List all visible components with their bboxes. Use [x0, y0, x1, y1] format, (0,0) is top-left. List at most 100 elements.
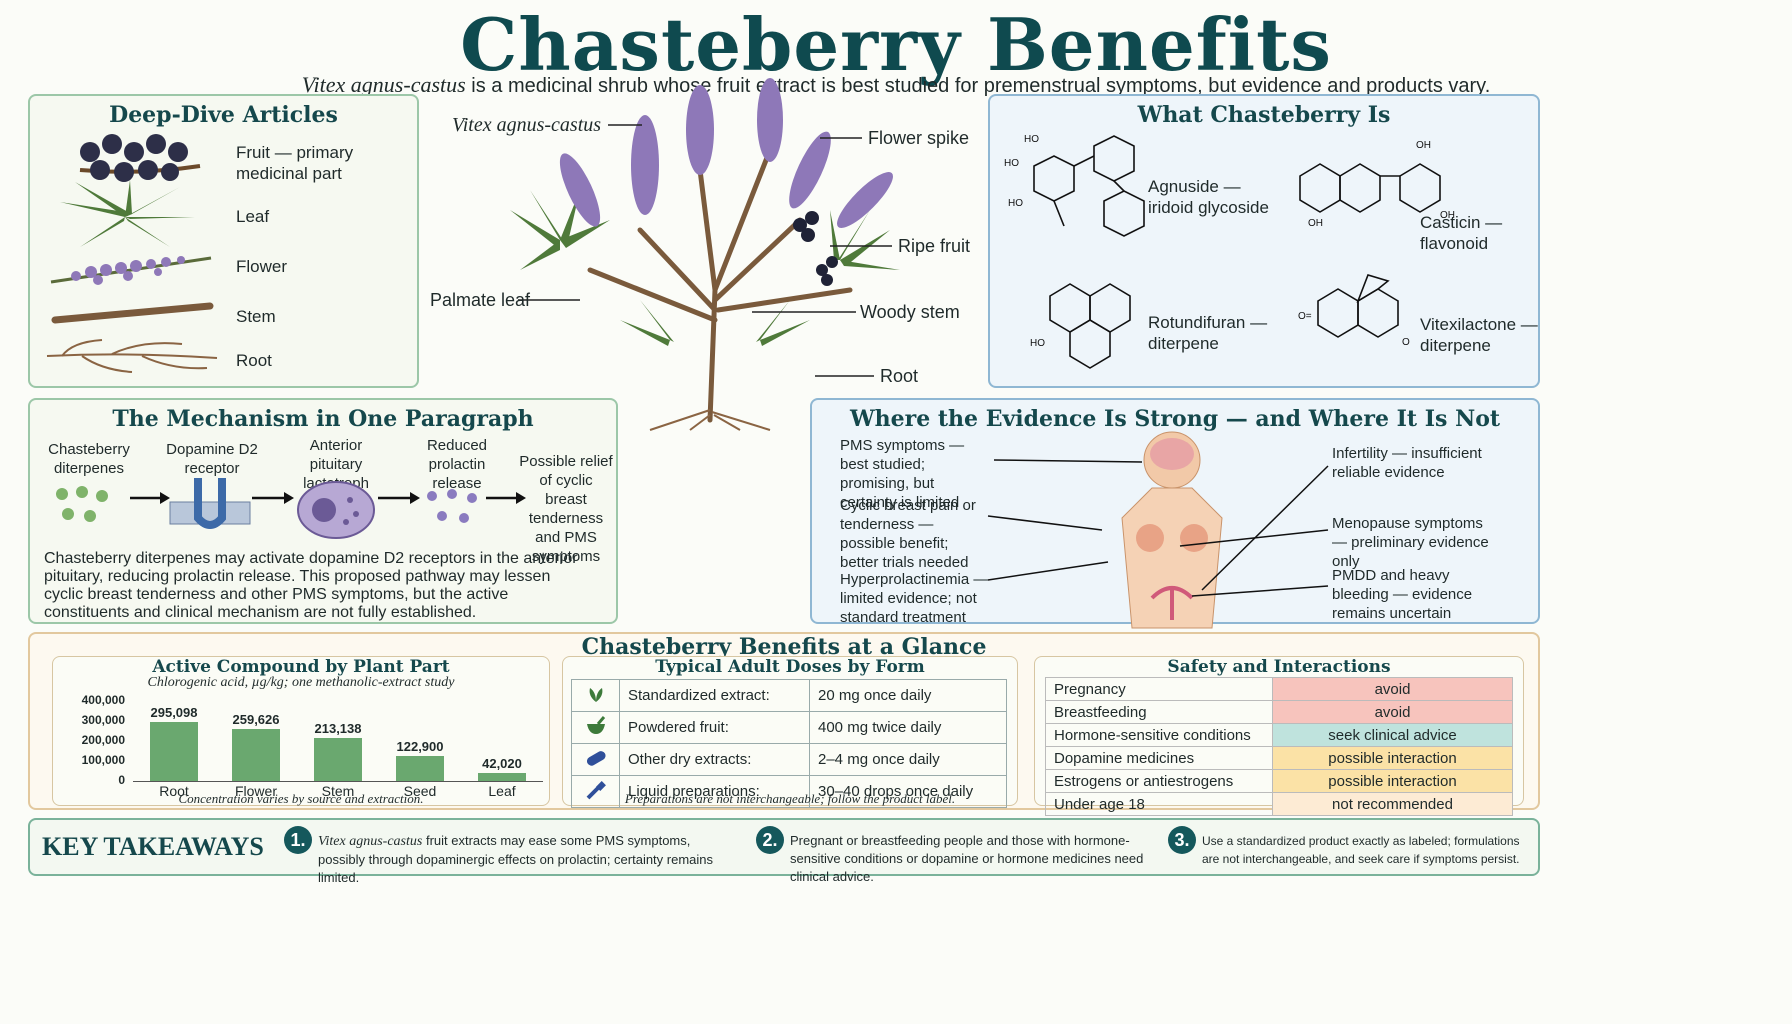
x-tick-label: Leaf	[488, 783, 516, 799]
takeaways-panel: KEY TAKEAWAYS 1. Vitex agnus-castus frui…	[28, 818, 1540, 885]
evidence-hyperprolactinemia-head: Hyperprolactinemia	[840, 571, 970, 588]
glance-title: Chasteberry Benefits at a Glance	[581, 634, 987, 660]
safety-item: Under age 18	[1045, 792, 1273, 816]
page-title: Chasteberry Benefits	[460, 2, 1332, 87]
evidence-infertility-head: Infertility	[1332, 445, 1388, 462]
safety-item: Estrogens or antiestrogens	[1045, 769, 1273, 793]
evidence-pms: PMS symptoms — best studied; promising, …	[840, 436, 990, 512]
glance-panel: Chasteberry Benefits at a Glance Active …	[28, 632, 1540, 816]
prolactin-dots-icon	[427, 489, 477, 523]
evidence-menopause-text: — preliminary evidence only	[1332, 534, 1489, 570]
svg-text:O: O	[1402, 337, 1410, 348]
takeaway-number-1: 1.	[284, 826, 312, 854]
casticin-structure-icon: OH OH OH	[1299, 140, 1455, 229]
evidence-breast-pain: Cyclic breast pain or tenderness — possi…	[840, 496, 990, 572]
svg-text:OH: OH	[1308, 218, 1323, 229]
evidence-pms-head: PMS symptoms	[840, 437, 946, 454]
dose-form: Liquid preparations:	[619, 775, 810, 808]
mortar-icon	[571, 711, 620, 744]
svg-text:HO: HO	[1008, 198, 1023, 209]
what-is-title: What Chasteberry Is	[1137, 102, 1391, 128]
receptor-icon	[169, 478, 251, 529]
evidence-panel: Where the Evidence Is Strong — and Where…	[810, 398, 1540, 629]
compound-vitexilactone-name: Vitexilactone —	[1420, 315, 1538, 334]
svg-text:HO: HO	[1024, 134, 1039, 145]
safety-value: possible interaction	[1272, 746, 1513, 770]
flower-icon	[50, 256, 212, 285]
evidence-menopause: Menopause symptoms — preliminary evidenc…	[1332, 514, 1502, 571]
callout-root: Root	[880, 366, 919, 386]
takeaways-title: KEY TAKEAWAYS	[42, 832, 264, 861]
doses-panel: Typical Adult Doses by Form Standardized…	[562, 656, 1018, 808]
safety-value: avoid	[1272, 700, 1513, 724]
callout-woody-stem: Woody stem	[860, 302, 960, 322]
takeaway-3: Use a standardized product exactly as la…	[1202, 834, 1520, 866]
svg-text:O=: O=	[1298, 311, 1312, 322]
callout-flower-spike: Flower spike	[868, 128, 970, 148]
plant-illustration	[510, 78, 900, 431]
safety-value: avoid	[1272, 677, 1513, 701]
takeaway-number-3: 3.	[1168, 826, 1196, 854]
mechanism-title: The Mechanism in One Paragraph	[112, 406, 534, 432]
dose-amount: 2–4 mg once daily	[809, 743, 1007, 776]
body-illustration	[1121, 431, 1223, 629]
vitexilactone-structure-icon: O= O	[1298, 274, 1410, 348]
y-tick-label: 200,000	[81, 733, 125, 747]
safety-item: Dopamine medicines	[1045, 746, 1273, 770]
bar-flower	[232, 729, 280, 781]
chart-note: Concentration varies by source and extra…	[178, 791, 424, 806]
mechanism-panel: The Mechanism in One Paragraph Chasteber…	[28, 398, 618, 624]
article-leaf[interactable]: Leaf	[236, 207, 270, 226]
bar-stem	[314, 738, 362, 781]
bar-leaf	[478, 772, 526, 781]
bar-value-label: 42,020	[482, 755, 522, 771]
takeaway-1-text: fruit extracts may ease some PMS symptom…	[318, 833, 714, 885]
takeaway-2: Pregnant or breastfeeding people and tho…	[790, 833, 1144, 884]
compound-rotundifuran-name: Rotundifuran —	[1148, 313, 1268, 332]
mechanism-paragraph: Chasteberry diterpenes may activate dopa…	[44, 550, 578, 621]
y-tick-label: 100,000	[81, 753, 125, 767]
plant-callout-lines	[518, 124, 892, 377]
safety-item: Breastfeeding	[1045, 700, 1273, 724]
article-stem[interactable]: Stem	[236, 307, 276, 326]
article-root[interactable]: Root	[236, 351, 272, 370]
article-flower[interactable]: Flower	[236, 257, 288, 276]
compound-agnuside: Agnuside —iridoid glycoside	[1148, 176, 1269, 218]
dose-row: Liquid preparations:30–40 drops once dai…	[571, 775, 1007, 808]
chart-panel: Active Compound by Plant Part Chlorogeni…	[52, 656, 550, 806]
bar-value-label: 213,138	[314, 721, 362, 737]
svg-text:OH: OH	[1416, 140, 1431, 151]
bar-value-label: 122,900	[396, 739, 444, 755]
evidence-breast-pain-text: — possible benefit; better trials needed	[840, 516, 969, 571]
evidence-breast-pain-head: Cyclic breast pain or tenderness	[840, 497, 976, 533]
safety-value: not recommended	[1272, 792, 1513, 816]
mech-step-relief: Possible relief of cyclic breast tendern…	[519, 453, 613, 565]
bar-value-label: 259,626	[232, 712, 280, 728]
y-tick-label: 300,000	[81, 713, 125, 727]
compound-rotundifuran-class: diterpene	[1148, 334, 1219, 353]
evidence-pmdd-text: — evidence remains uncertain	[1332, 586, 1473, 622]
articles-panel: Deep-Dive Articles Fruit — primary medic…	[28, 94, 419, 388]
dose-form: Other dry extracts:	[619, 743, 810, 776]
compound-casticin-class: flavonoid	[1420, 234, 1489, 253]
stem-icon	[51, 302, 214, 324]
cell-icon	[297, 481, 375, 539]
subtitle-species: Vitex agnus-castus	[301, 72, 466, 97]
svg-text:OH: OH	[1440, 210, 1455, 221]
berries-icon	[79, 134, 201, 182]
dose-row: Standardized extract:20 mg once daily	[571, 679, 1007, 712]
takeaway-1: Vitex agnus-castus fruit extracts may ea…	[318, 832, 728, 887]
x-tick-label: Stem	[321, 783, 355, 799]
safety-value: seek clinical advice	[1272, 723, 1513, 747]
article-fruit[interactable]: Fruit — primary medicinal part	[236, 143, 354, 183]
evidence-hyperprolactinemia-text: — limited evidence; not standard treatme…	[840, 571, 989, 626]
dose-amount: 400 mg twice daily	[809, 711, 1007, 744]
